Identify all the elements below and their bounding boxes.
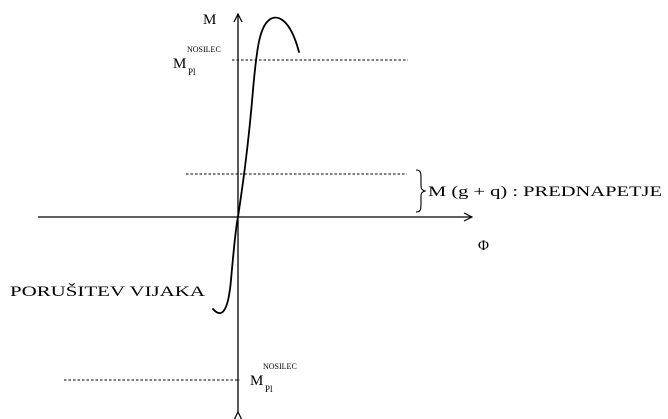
- plastic-moment-bottom-symbol: M: [250, 373, 263, 389]
- prestress-brace: [415, 169, 427, 213]
- prestress-label: M (g + q) : PREDNAPETJE: [428, 184, 662, 200]
- m-axis-label: M: [203, 12, 216, 28]
- plastic-moment-top-superscript: NOSILEC: [187, 45, 221, 54]
- bolt-failure-label: PORUŠITEV VIJAKA: [10, 283, 205, 300]
- plastic-moment-top-subscript: Pl: [188, 67, 196, 77]
- plastic-moment-bottom-subscript: Pl: [265, 384, 273, 394]
- plastic-moment-top-symbol: M: [173, 56, 186, 72]
- plastic-moment-bottom-superscript: NOSILEC: [263, 362, 297, 371]
- phi-axis-label: Φ: [478, 238, 489, 254]
- moment-rotation-curve: [212, 16, 300, 314]
